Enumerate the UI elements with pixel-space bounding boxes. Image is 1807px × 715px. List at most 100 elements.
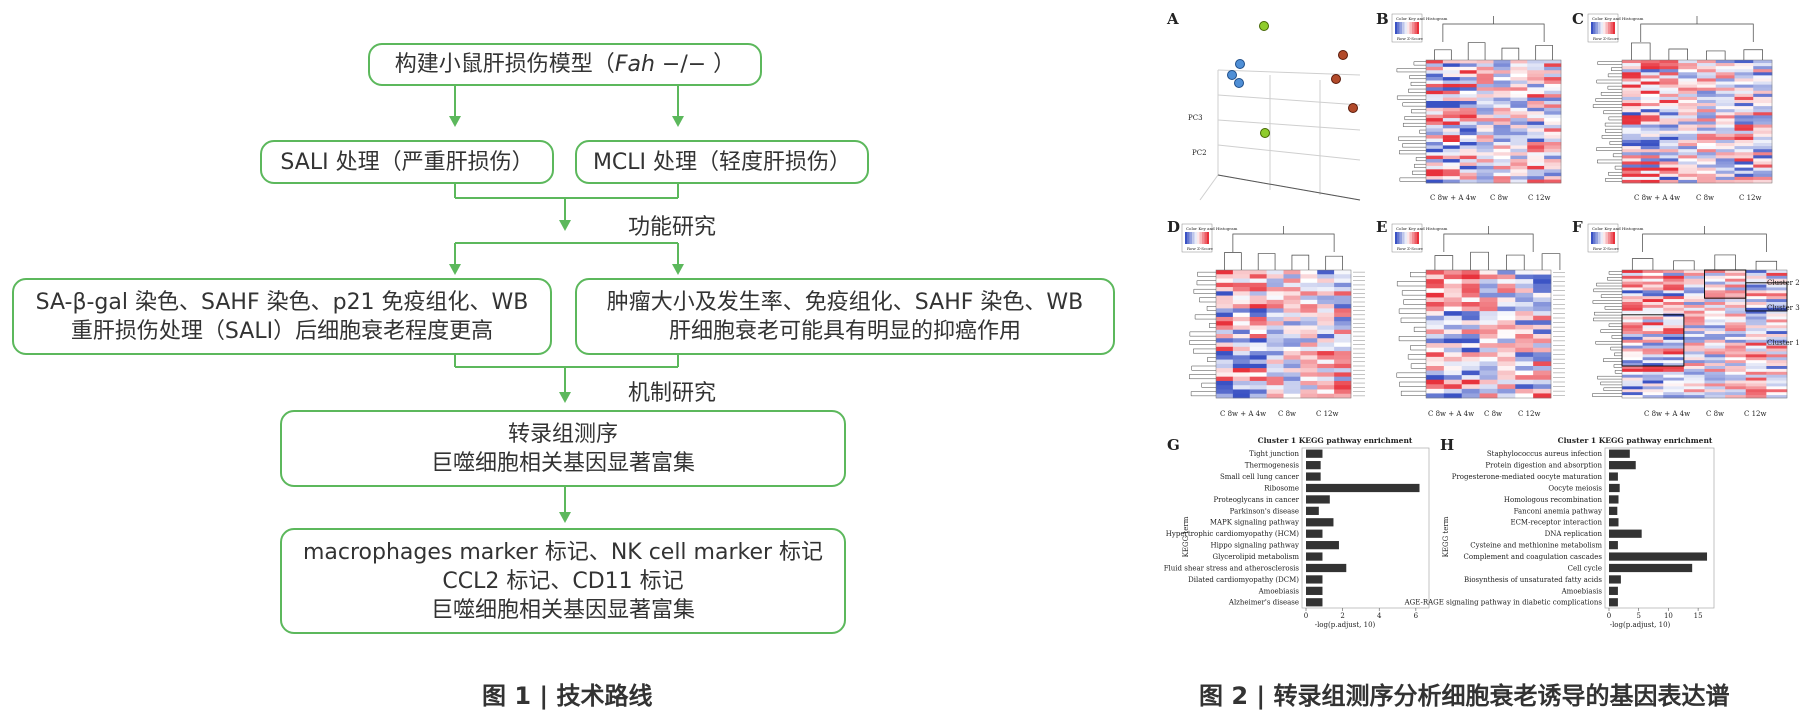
cluster-3-label: Cluster 3 (1767, 304, 1800, 312)
heatmap-b-color-key-scale: Row Z-Score (1397, 36, 1424, 41)
bar-label-g-11: Dilated cardiomyopathy (DCM) (1188, 576, 1299, 584)
xtick-label-g-0: 0 (1304, 612, 1308, 620)
bar-label-g-10: Fluid shear stress and atherosclerosis (1164, 564, 1300, 572)
xtick-label-h-0: 0 (1607, 612, 1611, 620)
panel-label-a: A (1167, 10, 1179, 28)
heatmap-e-row-dendrogram (1396, 272, 1426, 396)
heatmap-d-color-key-label: Color Key and Histogram (1186, 226, 1238, 231)
bar-h-5 (1609, 506, 1618, 515)
bar-label-h-7: DNA replication (1545, 530, 1603, 538)
heatmap-b: C 8w + A 4w C 8w C 12w Color Key and His… (1391, 13, 1562, 202)
heatmap-b-col-1: C 8w + A 4w (1430, 194, 1476, 202)
heatmap-c-col-2: C 8w (1696, 194, 1714, 202)
left-result-line-2: 重肝损伤处理（SALI）后细胞衰老程度更高 (70, 318, 494, 344)
bar-h-0 (1609, 449, 1630, 458)
heatmap-c-color-key-label: Color Key and Histogram (1592, 16, 1644, 21)
top-box-gene: Fah (614, 52, 655, 77)
pca-points (1227, 21, 1358, 138)
heatmap-f-color-key-label: Color Key and Histogram (1592, 226, 1644, 231)
bar-g-6 (1306, 518, 1334, 527)
heatmap-e-col-2: C 8w (1484, 410, 1502, 418)
heatmap-b-col-dendrogram (1434, 16, 1553, 60)
bar-label-h-5: Fanconi anemia pathway (1514, 507, 1602, 515)
heatmap-b-row-dendrogram (1396, 61, 1426, 182)
bar-h-1 (1609, 461, 1636, 470)
xtick-label-h-1: 5 (1636, 612, 1640, 620)
bar-g-9 (1306, 552, 1323, 561)
bar-label-h-0: Staphylococcus aureus infection (1487, 450, 1603, 458)
panel-label-d: D (1167, 218, 1181, 236)
heatmap-f-cells (1621, 269, 1788, 399)
top-box-prefix: 构建小鼠肝损伤模型（ (394, 52, 615, 77)
heatmap-f-color-key-scale: Row Z-Score (1593, 246, 1620, 251)
heatmap-e-gene-ticks (1553, 271, 1565, 397)
heatmap-e-cells (1425, 269, 1552, 399)
heatmap-e: C 8w + A 4w C 8w C 12w Color Key and His… (1391, 223, 1565, 418)
heatmap-f-col-dendrogram (1631, 226, 1778, 270)
kegg-g-title: Cluster 1 KEGG pathway enrichment (1258, 436, 1413, 445)
bar-g-8 (1306, 541, 1339, 550)
right-result-line-2: 肝细胞衰老可能具有明显的抑癌作用 (668, 318, 1021, 344)
bar-label-h-1: Protein digestion and absorption (1485, 462, 1602, 470)
pca-3d-plot: PC3 PC2 (1188, 21, 1361, 201)
bar-h-3 (1609, 483, 1620, 493)
kegg-bar-chart-h: Cluster 1 KEGG pathway enrichment KEGG t… (1404, 436, 1715, 629)
heatmap-e-color-key-scale: Row Z-Score (1397, 246, 1424, 251)
bar-g-4 (1306, 495, 1330, 504)
bar-h-2 (1609, 472, 1618, 481)
heatmap-d-row-dendrogram (1189, 271, 1216, 397)
bar-h-7 (1609, 529, 1642, 538)
heatmap-c: C 8w + A 4w C 8w C 12w Color Key and His… (1587, 13, 1773, 202)
bar-label-h-10: Cell cycle (1568, 564, 1602, 572)
bar-g-13 (1306, 598, 1323, 607)
xtick-label-h-2: 10 (1664, 612, 1673, 620)
pca-axis-pc2: PC2 (1192, 149, 1207, 157)
bar-g-12 (1306, 586, 1323, 595)
heatmap-b-col-3: C 12w (1528, 194, 1550, 202)
panel-label-g: G (1167, 436, 1180, 454)
bar-h-4 (1609, 495, 1619, 504)
right-result-box: 肿瘤大小及发生率、免疫组化、SAHF 染色、WB 肝细胞衰老可能具有明显的抑癌作… (575, 278, 1115, 355)
transcriptome-line-1: 转录组测序 (507, 421, 618, 447)
bar-label-g-8: Hippo signaling pathway (1210, 542, 1299, 550)
heatmap-f-col-3: C 12w (1744, 410, 1766, 418)
xtick-label-g-3: 6 (1414, 612, 1419, 620)
bar-label-h-13: AGE-RAGE signaling pathway in diabetic c… (1404, 599, 1603, 607)
bar-label-h-6: ECM-receptor interaction (1510, 519, 1602, 527)
bar-label-g-7: Hypertrophic cardiomyopathy (HCM) (1166, 530, 1299, 538)
panel-label-b: B (1376, 10, 1389, 28)
mcli-box: MCLI 处理（轻度肝损伤） (575, 140, 869, 184)
top-box-mouse-model: 构建小鼠肝损伤模型（Fah −/− ） (368, 43, 762, 86)
figure-2-caption: 图 2 | 转录组测序分析细胞衰老诱导的基因表达谱 (1199, 682, 1730, 710)
bar-h-10 (1609, 563, 1693, 573)
bar-h-8 (1609, 541, 1618, 550)
sali-box: SALI 处理（严重肝损伤） (260, 140, 554, 184)
markers-box: macrophages marker 标记、NK cell marker 标记 … (280, 528, 846, 634)
bar-h-12 (1609, 586, 1618, 595)
bar-label-g-9: Glycerolipid metabolism (1213, 553, 1300, 561)
top-box-suffix: −/− ） (654, 52, 736, 77)
right-result-line-1: 肿瘤大小及发生率、免疫组化、SAHF 染色、WB (606, 289, 1084, 315)
bar-g-0 (1306, 449, 1323, 458)
bar-g-3 (1306, 483, 1420, 493)
xtick-label-h-3: 15 (1694, 612, 1703, 620)
kegg-h-ylabel: KEGG term (1442, 516, 1450, 557)
kegg-h-xlabel: -log(p.adjust, 10) (1610, 621, 1671, 629)
heatmap-c-col-3: C 12w (1739, 194, 1761, 202)
bar-label-g-3: Ribosome (1264, 484, 1299, 492)
bar-label-h-9: Complement and coagulation cascades (1464, 553, 1603, 561)
bar-label-g-6: MAPK signaling pathway (1210, 519, 1299, 527)
heatmap-c-col-dendrogram (1631, 16, 1763, 60)
xtick-label-g-2: 4 (1377, 612, 1382, 620)
heatmap-f-row-dendrogram (1592, 271, 1622, 397)
bar-label-h-4: Homologous recombination (1504, 496, 1603, 504)
bar-g-2 (1306, 472, 1321, 481)
sali-text: SALI 处理（严重肝损伤） (280, 149, 534, 175)
heatmap-d-color-key-scale: Row Z-Score (1187, 246, 1214, 251)
bar-label-h-3: Oocyte meiosis (1548, 484, 1602, 492)
bar-label-h-11: Biosynthesis of unsaturated fatty acids (1464, 576, 1602, 584)
